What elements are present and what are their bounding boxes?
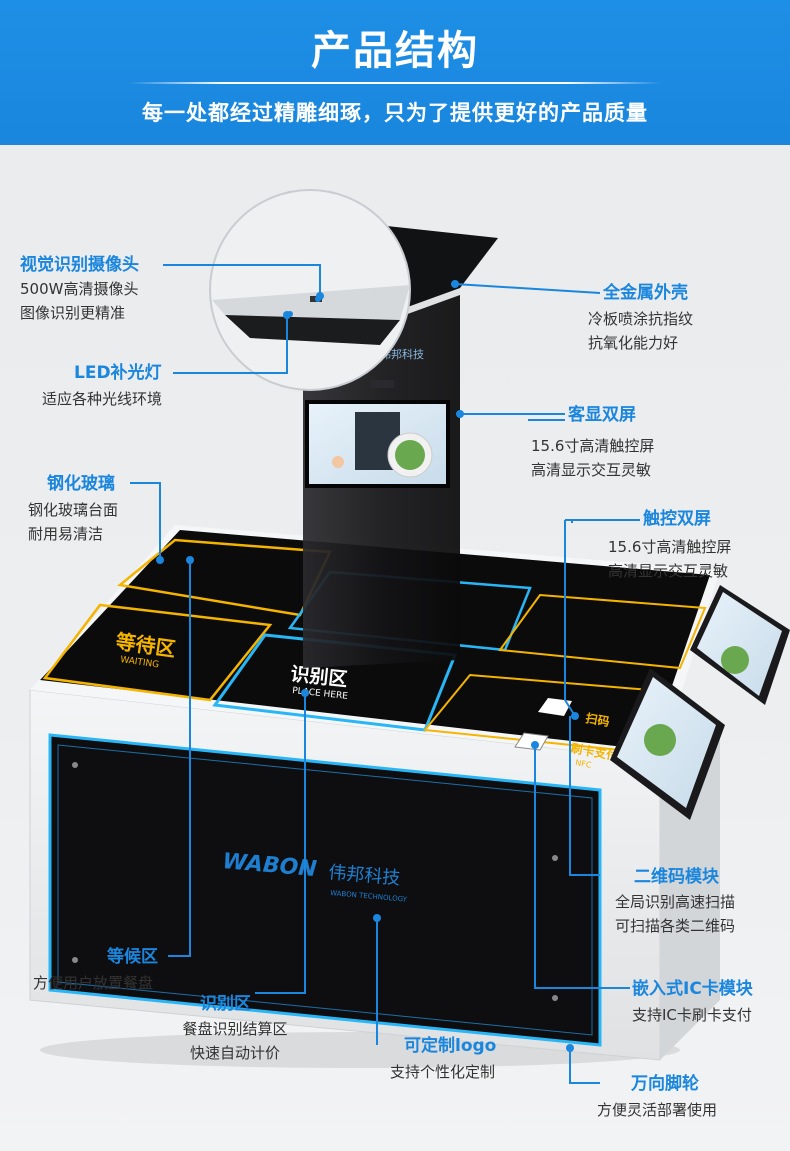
callout-recognition-title: 识别区 <box>200 994 251 1014</box>
callout-customer-screen-title: 客显双屏 <box>568 405 636 425</box>
scan-zone-label: 扫码 <box>584 710 610 729</box>
callout-camera-line-2: 图像识别更精准 <box>20 304 126 322</box>
title-divider <box>128 82 662 84</box>
side-zone-back <box>498 593 707 670</box>
callout-ic: 嵌入式IC卡模块 <box>632 977 753 1001</box>
callout-waiting-line-1: 方便用户放置餐盘 <box>33 974 154 992</box>
callout-ic-desc: 支持IC卡刷卡支付 <box>632 1003 752 1027</box>
callout-logo-desc: 支持个性化定制 <box>390 1060 495 1084</box>
callout-logo-line-1: 支持个性化定制 <box>390 1063 496 1081</box>
callout-qr-title: 二维码模块 <box>634 867 719 887</box>
callout-wheels-title: 万向脚轮 <box>631 1074 699 1094</box>
callout-led-line-1: 适应各种光线环境 <box>42 390 163 408</box>
callout-led-title: LED补光灯 <box>74 363 162 383</box>
touch-screen-2 <box>610 668 725 820</box>
callout-qr-desc: 全局识别高速扫描 可扫描各类二维码 <box>615 890 735 938</box>
front-panel <box>48 733 602 1047</box>
callout-glass-line-1: 钢化玻璃台面 <box>28 501 119 519</box>
callout-customer-screen: 客显双屏 <box>568 403 636 427</box>
callout-touch-screen-line-1: 15.6寸高清触控屏 <box>608 538 732 556</box>
waiting-zone-front <box>42 603 273 702</box>
callout-customer-screen-line-2: 高清显示交互灵敏 <box>531 461 652 479</box>
callout-qr-line-1: 全局识别高速扫描 <box>615 893 736 911</box>
callout-recognition-desc: 餐盘识别结算区 快速自动计价 <box>160 1017 310 1065</box>
callout-camera-line-1: 500W高清摄像头 <box>20 280 139 298</box>
callout-wheels-desc: 方便灵活部署使用 <box>597 1098 717 1122</box>
callout-glass: 钢化玻璃 <box>47 472 115 496</box>
callout-logo-title: 可定制logo <box>404 1036 497 1056</box>
customer-screen <box>305 400 450 488</box>
callout-recognition-line-1: 餐盘识别结算区 <box>182 1020 288 1038</box>
callout-glass-title: 钢化玻璃 <box>47 474 115 494</box>
header-banner: 产品结构 每一处都经过精雕细琢，只为了提供更好的产品质量 <box>0 0 790 145</box>
callout-shell-line-1: 冷板喷涂抗指纹 <box>588 310 694 328</box>
callout-waiting-title: 等候区 <box>107 947 158 967</box>
page-title: 产品结构 <box>311 28 479 74</box>
callout-glass-line-2: 耐用易清洁 <box>28 525 104 543</box>
callout-wheels: 万向脚轮 <box>631 1072 699 1096</box>
callout-dots <box>156 280 579 1052</box>
callout-camera-title: 视觉识别摄像头 <box>20 255 139 275</box>
callout-customer-screen-desc: 15.6寸高清触控屏 高清显示交互灵敏 <box>531 434 654 482</box>
callout-wheels-line-1: 方便灵活部署使用 <box>597 1101 718 1119</box>
callout-recognition-line-2: 快速自动计价 <box>189 1044 280 1062</box>
callout-ic-title: 嵌入式IC卡模块 <box>632 979 753 999</box>
qr-module <box>538 698 572 716</box>
touch-screen-1 <box>690 585 790 705</box>
pillar-logo: 伟邦科技 <box>380 347 424 361</box>
callout-camera: 视觉识别摄像头 500W高清摄像头 图像识别更精准 <box>20 253 139 325</box>
page-subtitle: 每一处都经过精雕细琢，只为了提供更好的产品质量 <box>142 101 648 125</box>
card-zone-label-en: NFC <box>575 758 593 770</box>
callout-logo: 可定制logo <box>404 1034 496 1058</box>
callout-touch-screen-line-2: 高清显示交互灵敏 <box>608 562 729 580</box>
camera-magnifier <box>209 189 411 391</box>
callout-touch-screen-title: 触控双屏 <box>643 509 711 529</box>
ic-module <box>514 732 549 751</box>
callout-shell-desc: 冷板喷涂抗指纹 抗氧化能力好 <box>588 307 693 355</box>
callout-waiting: 等候区 <box>107 945 158 969</box>
callout-touch-screen: 触控双屏 <box>643 507 711 531</box>
callout-touch-screen-desc: 15.6寸高清触控屏 高清显示交互灵敏 <box>608 535 731 583</box>
callout-led: LED补光灯 <box>74 361 162 385</box>
callout-qr: 二维码模块 <box>634 865 719 889</box>
callout-waiting-desc: 方便用户放置餐盘 <box>33 971 153 995</box>
callout-customer-screen-line-1: 15.6寸高清触控屏 <box>531 437 655 455</box>
callout-qr-line-2: 可扫描各类二维码 <box>615 917 736 935</box>
callout-lines <box>130 264 640 1084</box>
callout-glass-desc: 钢化玻璃台面 耐用易清洁 <box>28 498 118 546</box>
callout-shell-title: 全金属外壳 <box>603 283 688 303</box>
callout-shell: 全金属外壳 <box>603 281 688 305</box>
callout-ic-line-1: 支持IC卡刷卡支付 <box>632 1006 752 1024</box>
callout-shell-line-2: 抗氧化能力好 <box>588 334 679 352</box>
cabinet <box>29 689 720 1061</box>
callout-led-desc: 适应各种光线环境 <box>42 387 162 411</box>
callout-recognition: 识别区 <box>200 992 251 1016</box>
